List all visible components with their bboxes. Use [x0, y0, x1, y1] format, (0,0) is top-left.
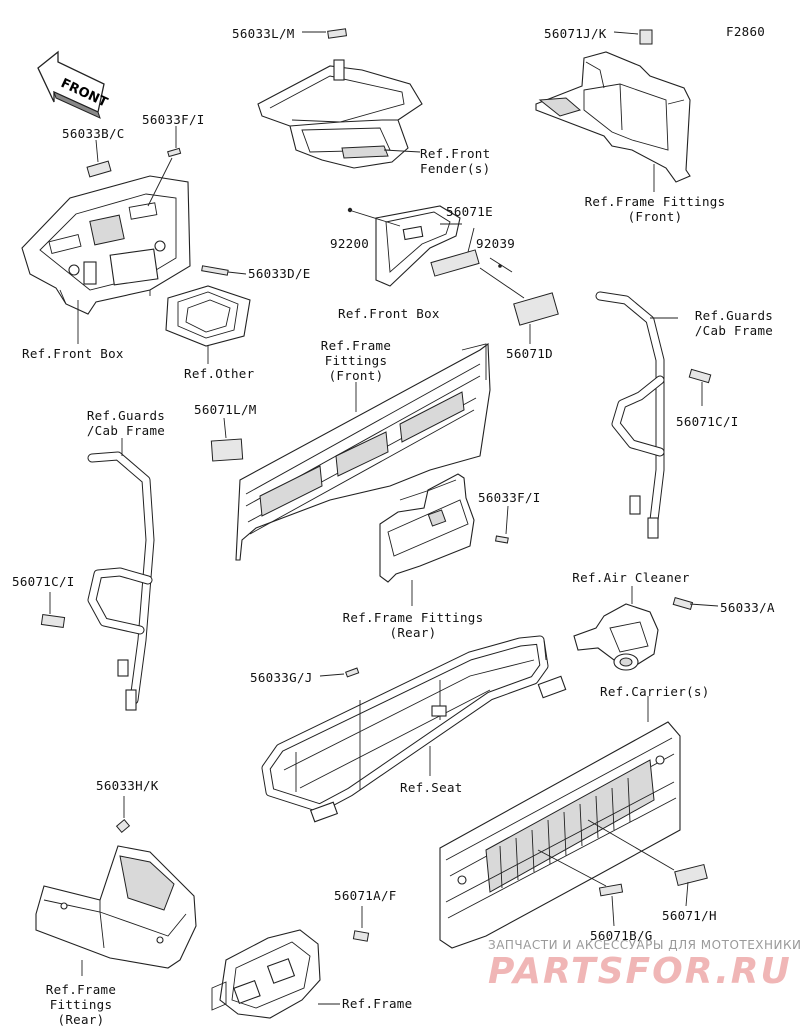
frame-part: [211, 929, 321, 1019]
guard-cab-frame-left: [87, 451, 155, 711]
seat-frame-part: [261, 635, 567, 823]
air-cleaner-part: [573, 603, 659, 671]
watermark-logo: PARTSFOR.RU: [488, 951, 792, 992]
label-56033BC: 56033B/C: [62, 126, 125, 141]
decal-56071CI-right: [688, 368, 712, 384]
center-front-box-part: [375, 205, 461, 287]
decal-56071D: [513, 292, 559, 326]
label-56033A: 56033/A: [720, 600, 775, 615]
label-56033HK: 56033H/K: [96, 778, 159, 793]
label-56071JK: 56071J/K: [544, 26, 607, 41]
decal-56071CI-left: [40, 613, 66, 629]
label-56071CI-left: 56071C/I: [12, 574, 75, 589]
label-92039: 92039: [476, 236, 516, 251]
screw-92200: [347, 207, 353, 213]
label-56033DE: 56033D/E: [248, 266, 311, 281]
label-ref-guards-right: Ref.Guards /Cab Frame: [694, 308, 774, 338]
decal-56071E: [430, 249, 480, 277]
label-ref-front-box-center: Ref.Front Box: [338, 306, 440, 321]
label-56033GJ: 56033G/J: [250, 670, 313, 685]
decal-56033GJ: [345, 667, 360, 678]
label-ref-seat: Ref.Seat: [400, 780, 463, 795]
decal-56033BC: [86, 160, 112, 178]
watermark-tagline: ЗАПЧАСТИ И АКСЕССУАРЫ ДЛЯ МОТОТЕХНИКИ: [488, 938, 800, 952]
label-ref-other: Ref.Other: [184, 366, 255, 381]
label-ref-carriers: Ref.Carrier(s): [600, 684, 710, 699]
label-56071E: 56071E: [446, 204, 493, 219]
label-56071CI-right: 56071C/I: [676, 414, 739, 429]
label-ref-guards-left: Ref.Guards /Cab Frame: [86, 408, 166, 438]
label-56033FI-top: 56033F/I: [142, 112, 205, 127]
label-ref-frame-fittings-rear-center: Ref.Frame Fittings (Rear): [342, 610, 484, 640]
decal-56033A: [672, 597, 694, 610]
frame-fittings-front-part: [535, 51, 691, 183]
label-56071H: 56071/H: [662, 908, 717, 923]
label-ref-frame: Ref.Frame: [342, 996, 413, 1011]
label-56071LM: 56071L/M: [194, 402, 257, 417]
decal-56033HK: [115, 819, 131, 833]
label-56033LM: 56033L/M: [232, 26, 295, 41]
label-56071BG: 56071B/G: [590, 928, 653, 943]
label-ref-frame-fittings-front-center: Ref.Frame Fittings (Front): [320, 338, 392, 383]
figure-code: F2860: [726, 24, 766, 39]
decal-56033FI-mid: [494, 535, 509, 544]
decal-56033FI-top: [167, 147, 182, 158]
label-56033FI-mid: 56033F/I: [478, 490, 541, 505]
carrier-panel-part: [439, 721, 681, 949]
decal-56071LM: [210, 438, 244, 462]
decal-56033LM: [327, 28, 348, 39]
label-ref-front-fender: Ref.Front Fender(s): [420, 146, 491, 176]
label-92200: 92200: [330, 236, 370, 251]
decal-56071H: [674, 863, 708, 887]
decal-56033DE: [201, 265, 229, 276]
decal-56071AF: [352, 930, 370, 942]
frame-fittings-rear-left-part: [35, 845, 197, 969]
label-ref-frame-fittings-rear-left: Ref.Frame Fittings (Rear): [45, 982, 117, 1027]
guard-cab-frame-right: [595, 291, 665, 539]
other-pad-part: [165, 285, 251, 347]
frame-fittings-rear-center-part: [379, 473, 475, 583]
label-ref-air-cleaner: Ref.Air Cleaner: [572, 570, 690, 585]
frame-fittings-center-panel: [235, 342, 491, 561]
decal-56071JK: [639, 29, 653, 45]
front-arrow: FRONT: [37, 50, 110, 119]
decal-56071BG: [598, 883, 624, 897]
label-ref-front-box-left: Ref.Front Box: [22, 346, 124, 361]
dashboard-panel: [21, 175, 191, 315]
front-fender-part: [257, 59, 423, 169]
label-56071D: 56071D: [506, 346, 553, 361]
label-56071AF: 56071A/F: [334, 888, 397, 903]
label-ref-frame-fittings-front-right: Ref.Frame Fittings (Front): [584, 194, 726, 224]
